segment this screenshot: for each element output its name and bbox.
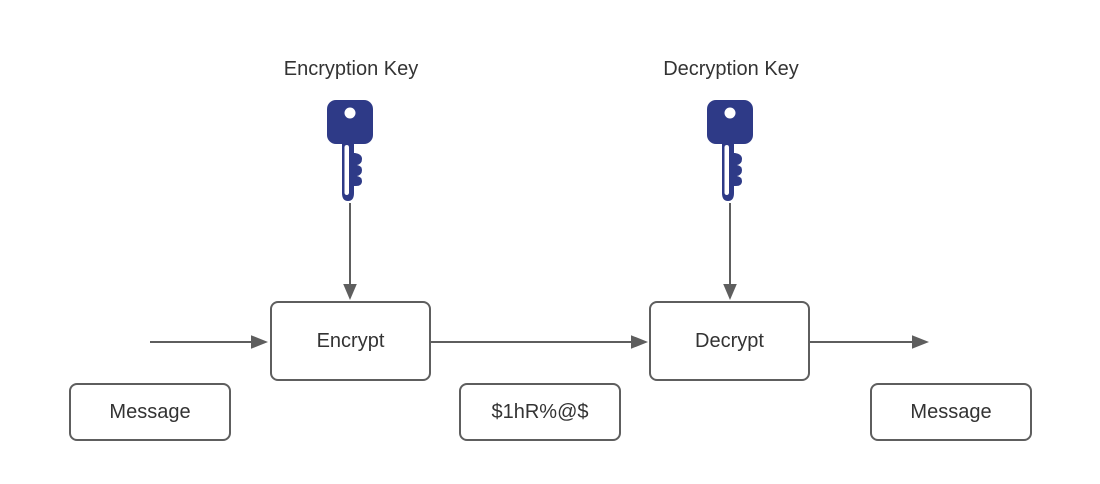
decrypt-box: Decrypt <box>649 301 810 381</box>
encryption-key-label: Encryption Key <box>283 58 419 80</box>
arrow-decryption-key-to-decrypt <box>723 203 737 300</box>
arrow-out-of-decrypt <box>810 335 929 349</box>
decryption-key-icon <box>707 100 753 201</box>
message-output-box: Message <box>870 383 1032 441</box>
arrow-into-encrypt <box>150 335 268 349</box>
ciphertext-box: $1hR%@$ <box>459 383 621 441</box>
encrypt-box: Encrypt <box>270 301 431 381</box>
message-input-box: Message <box>69 383 231 441</box>
arrow-encryption-key-to-encrypt <box>343 203 357 300</box>
arrow-encrypt-to-decrypt <box>431 335 648 349</box>
encryption-key-icon <box>327 100 373 201</box>
decryption-key-label: Decryption Key <box>663 58 799 80</box>
